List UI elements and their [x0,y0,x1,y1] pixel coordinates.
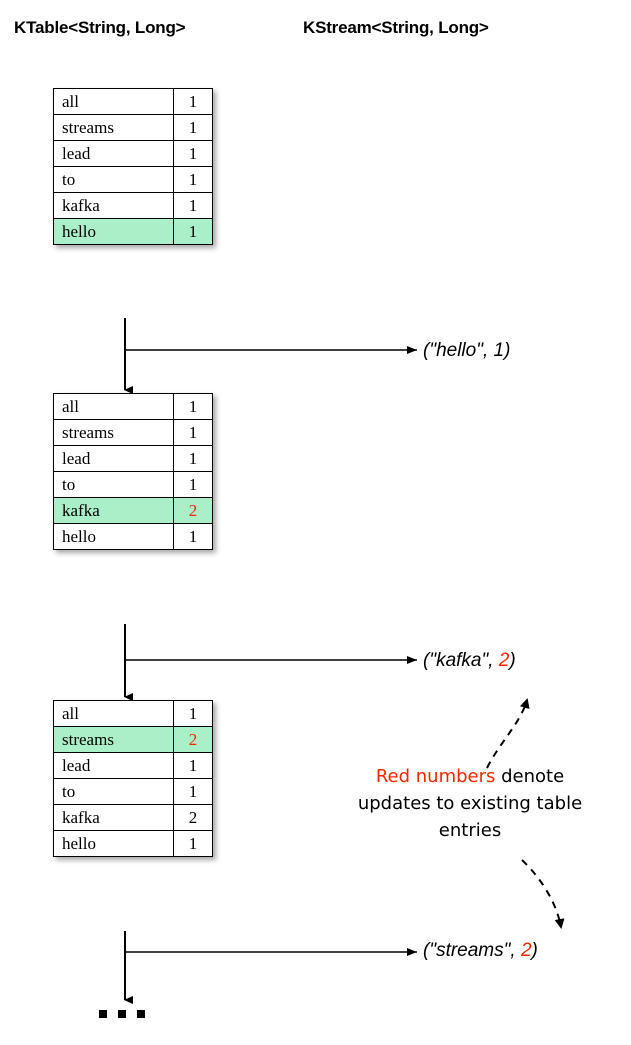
table-cell-key: all [53,393,174,420]
ellipsis-dot [118,1010,126,1018]
table-cell-value: 1 [173,140,213,167]
table-cell-value: 2 [173,726,213,753]
table-cell-value: 1 [173,192,213,219]
stream-record-value: 2 [498,650,510,671]
table-cell-value: 1 [173,218,213,245]
table-cell-key: to [53,166,174,193]
continuation-ellipsis [99,1010,145,1018]
table-cell-value: 1 [173,523,213,550]
table-cell-key: streams [53,419,174,446]
legend-annotation: Red numbers denote updates to existing t… [355,763,585,844]
table-cell-key: to [53,471,174,498]
table-cell-key: hello [53,523,174,550]
ellipsis-dot [137,1010,145,1018]
table-cell-key: hello [53,218,174,245]
stream-record-value: 2 [520,940,532,961]
table-cell-key: kafka [53,497,174,524]
kstream-column-header: KStream<String, Long> [303,18,489,37]
table-cell-key: all [53,700,174,727]
table-cell-value: 1 [173,114,213,141]
table-cell-key: streams [53,114,174,141]
table-cell-value: 1 [173,830,213,857]
table-cell-key: lead [53,140,174,167]
callout-arrow-down [521,859,565,929]
annotation-red-phrase: Red numbers [375,766,496,787]
stream-record-key: ("hello", [423,340,494,361]
ellipsis-dot [99,1010,107,1018]
table-cell-value: 1 [173,445,213,472]
table-cell-key: streams [53,726,174,753]
ktable-column-header: KTable<String, Long> [14,18,186,37]
stream-record-key: ("streams", [423,940,521,961]
stream-record-suffix: ) [509,650,516,671]
table-cell-value: 1 [173,88,213,115]
stream-record-suffix: ) [531,940,538,961]
table-cell-value: 1 [173,419,213,446]
table-cell-key: hello [53,830,174,857]
table-cell-value: 1 [173,752,213,779]
table-cell-key: lead [53,752,174,779]
table-cell-value: 2 [173,804,213,831]
stream-record-2: ("kafka", 2) [423,650,516,672]
stream-record-3: ("streams", 2) [423,940,538,962]
annotation-rest-text: denote updates to existing table entries [357,766,583,841]
table-cell-key: kafka [53,804,174,831]
table-cell-key: lead [53,445,174,472]
table-cell-value: 1 [173,700,213,727]
table-cell-key: to [53,778,174,805]
stream-record-1: ("hello", 1) [423,340,510,362]
table-cell-value: 1 [173,778,213,805]
table-cell-value: 1 [173,471,213,498]
table-cell-key: kafka [53,192,174,219]
stream-record-key: ("kafka", [423,650,499,671]
callout-arrow-up [486,698,530,769]
table-cell-value: 1 [173,393,213,420]
stream-record-value: 1 [493,340,505,361]
table-cell-value: 2 [173,497,213,524]
stream-record-suffix: ) [504,340,511,361]
table-cell-key: all [53,88,174,115]
table-cell-value: 1 [173,166,213,193]
